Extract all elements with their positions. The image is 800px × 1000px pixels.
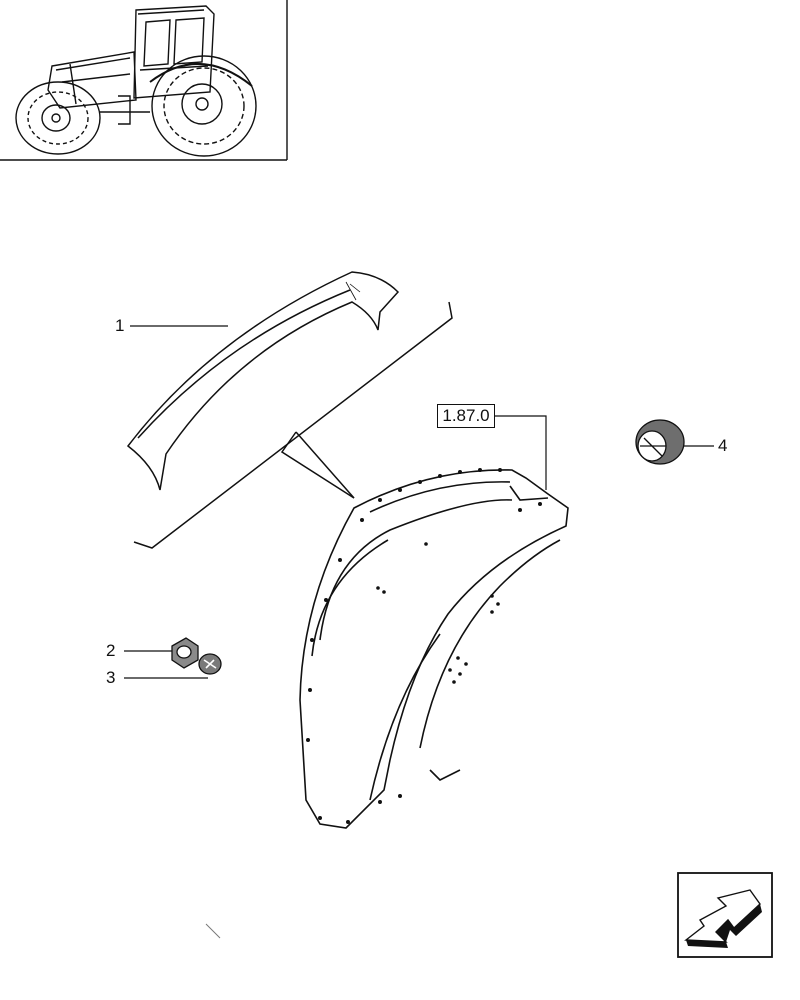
tractor-thumbnail [0, 0, 288, 161]
rear-fender-part [299, 469, 569, 829]
fender-bolt-holes [306, 468, 542, 824]
clip-part-3 [124, 653, 222, 679]
reference-callout-box[interactable]: 1.87.0 [437, 404, 495, 428]
fender-extension-part [126, 271, 400, 491]
callout-4: 4 [718, 436, 728, 455]
reference-leader [495, 415, 547, 490]
nut-part-2 [124, 637, 199, 669]
nav-arrow-icon[interactable] [677, 872, 773, 958]
scan-mark [205, 923, 221, 939]
callout-2: 2 [106, 641, 116, 660]
callout-1: 1 [115, 316, 125, 335]
clip-part-4 [635, 419, 714, 465]
callout-3: 3 [106, 668, 116, 687]
assembly-bracket [133, 301, 453, 549]
